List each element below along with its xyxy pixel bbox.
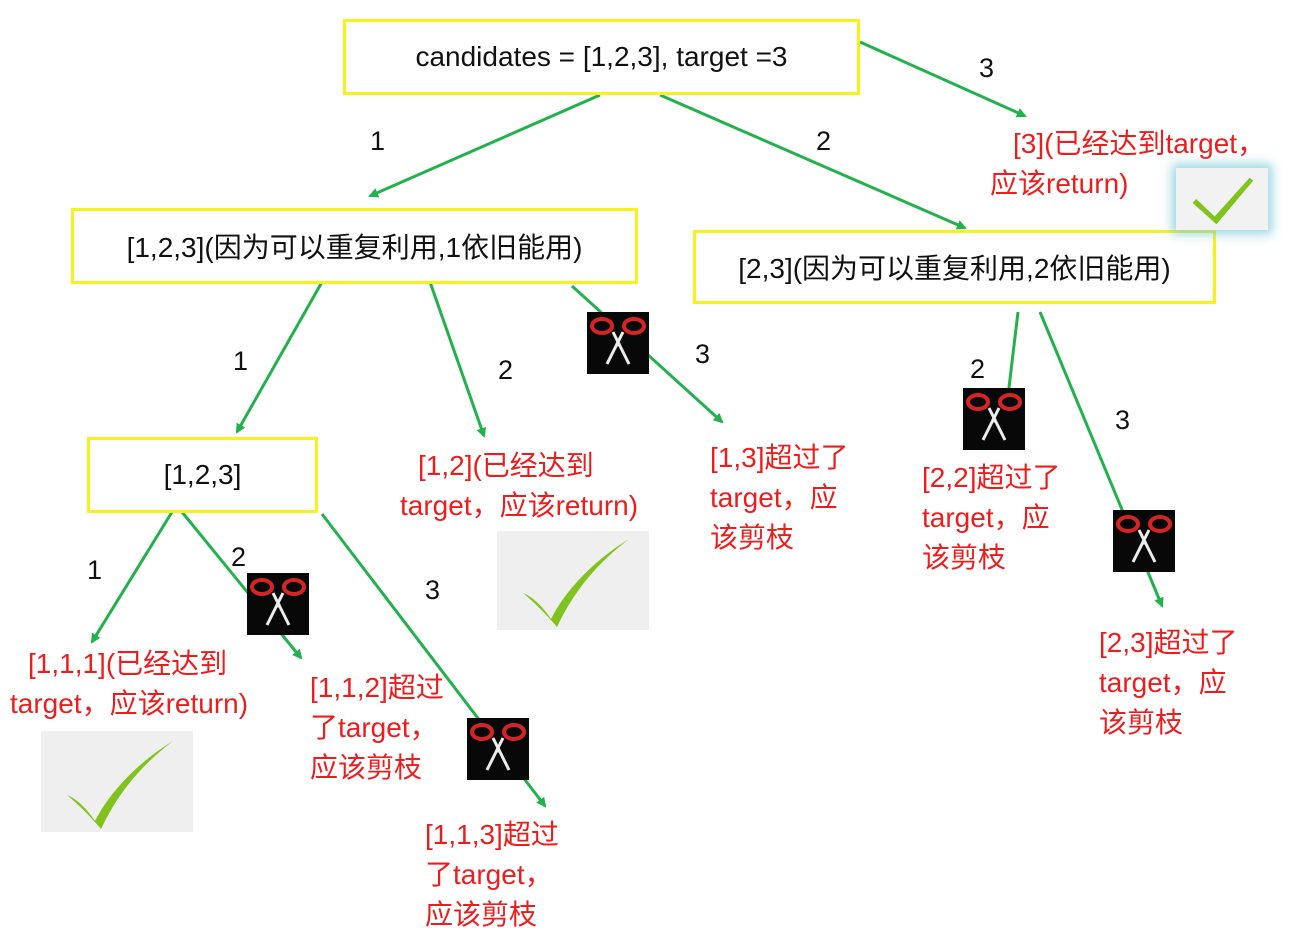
result-2-2-line-2: target，应 — [922, 502, 1050, 533]
result-3-line-2: 应该return) — [990, 168, 1129, 199]
result-1-1-1-line-1: [1,1,1](已经达到 — [28, 648, 228, 679]
checkmark-icon — [1176, 168, 1268, 230]
edge-label-left-2: 2 — [498, 355, 514, 385]
result-2-3-line-1: [2,3]超过了 — [1099, 627, 1238, 658]
result-1-1-3-line-2: 了target， — [425, 859, 553, 890]
edge-left-1 — [235, 281, 324, 434]
result-2-3: [2,3]超过了 target，应 该剪枝 — [1099, 623, 1237, 743]
left-left-node: [1,2,3] — [87, 437, 318, 513]
result-1-2: [1,2](已经达到 target，应该return) — [400, 446, 638, 526]
edge-label-root-2: 2 — [816, 126, 832, 156]
edge-label-left-1: 1 — [233, 346, 249, 376]
result-1-3: [1,3]超过了 target，应 该剪枝 — [710, 438, 848, 558]
result-1-1-1-line-2: target，应该return) — [10, 688, 249, 719]
result-2-2-line-3: 该剪枝 — [922, 542, 1007, 573]
result-2-3-line-3: 该剪枝 — [1099, 707, 1184, 738]
scissors-icon — [963, 388, 1025, 450]
left-left-node-label: [1,2,3] — [163, 459, 242, 490]
result-1-1-3: [1,1,3]超过 了target， 应该剪枝 — [425, 815, 559, 935]
result-3-line-1: [3](已经达到target， — [1013, 128, 1266, 159]
edge-left-2 — [428, 281, 487, 438]
edge-label-root-1: 1 — [370, 126, 386, 156]
checkmark-icon — [41, 731, 193, 832]
left-node-label: [1,2,3](因为可以重复利用,1依旧能用) — [126, 232, 583, 263]
edge-label-right-3: 3 — [1115, 405, 1131, 435]
result-1-1-2-line-3: 应该剪枝 — [310, 752, 423, 783]
result-1-3-line-1: [1,3]超过了 — [710, 442, 849, 473]
scissors-icon — [467, 718, 529, 780]
result-1-3-line-3: 该剪枝 — [710, 522, 795, 553]
result-1-1-3-line-1: [1,1,3]超过 — [425, 819, 559, 850]
result-1-1-1: [1,1,1](已经达到 target，应该return) — [10, 644, 248, 724]
checkmark-icon — [497, 531, 649, 630]
edge-root-3 — [859, 40, 1027, 118]
scissors-icon — [247, 573, 309, 635]
edge-label-ll-1: 1 — [87, 555, 103, 585]
scissors-icon — [1113, 510, 1175, 572]
edge-root-2 — [659, 93, 967, 230]
right-node: [2,3](因为可以重复利用,2依旧能用) — [693, 230, 1216, 304]
root-node-label: candidates = [1,2,3], target =3 — [415, 41, 788, 72]
edge-label-left-3: 3 — [695, 339, 711, 369]
edge-label-right-2: 2 — [970, 354, 986, 384]
result-1-1-2: [1,1,2]超过 了target， 应该剪枝 — [310, 668, 444, 788]
result-1-3-line-2: target，应 — [710, 482, 838, 513]
result-1-1-2-line-2: 了target， — [310, 712, 438, 743]
result-1-1-2-line-1: [1,1,2]超过 — [310, 672, 444, 703]
right-node-label: [2,3](因为可以重复利用,2依旧能用) — [738, 253, 1171, 284]
result-3: [3](已经达到target， 应该return) — [990, 124, 1266, 204]
edge-root-1 — [368, 93, 601, 198]
root-node: candidates = [1,2,3], target =3 — [343, 19, 860, 95]
edge-ll-1 — [90, 511, 174, 644]
result-1-1-3-line-3: 应该剪枝 — [425, 899, 538, 930]
edge-label-ll-3: 3 — [425, 575, 441, 605]
edge-label-root-3: 3 — [979, 53, 995, 83]
result-1-2-line-2: target，应该return) — [400, 490, 639, 521]
scissors-icon — [587, 312, 649, 374]
result-1-2-line-1: [1,2](已经达到 — [418, 450, 594, 481]
edge-label-ll-2: 2 — [231, 542, 247, 572]
result-2-3-line-2: target，应 — [1099, 667, 1227, 698]
result-2-2: [2,2]超过了 target，应 该剪枝 — [922, 458, 1060, 578]
result-2-2-line-1: [2,2]超过了 — [922, 462, 1061, 493]
left-node: [1,2,3](因为可以重复利用,1依旧能用) — [71, 208, 638, 284]
